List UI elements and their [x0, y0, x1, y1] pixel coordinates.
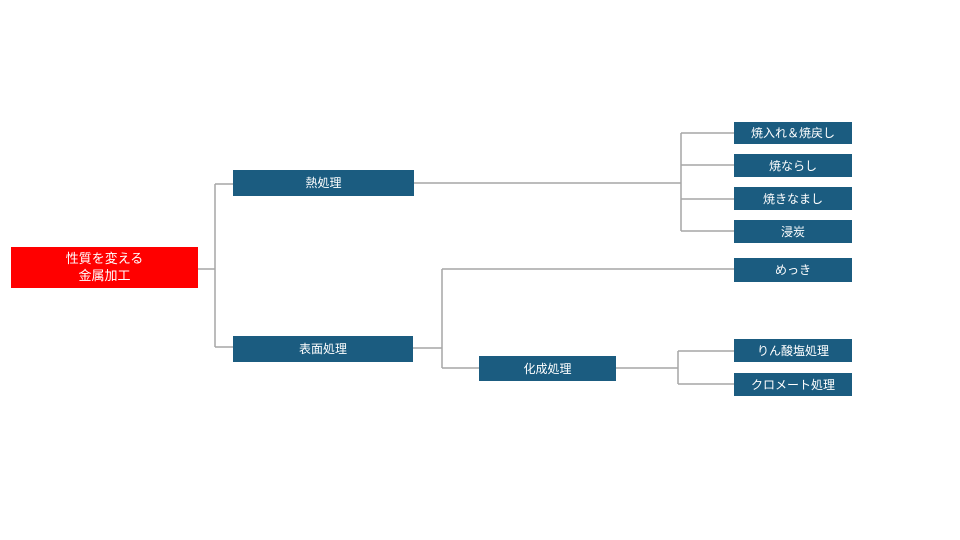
subcategory-node-chemical-conversion: 化成処理	[479, 356, 616, 381]
leaf-node-carburizing: 浸炭	[734, 220, 852, 243]
connector-root	[198, 183, 233, 348]
leaf-node-plating: めっき	[734, 258, 852, 282]
connector-conversion	[616, 350, 734, 385]
leaf-node-annealing: 焼きなまし	[734, 187, 852, 210]
root-node: 性質を変える 金属加工	[11, 247, 198, 288]
connector-heat	[414, 132, 734, 232]
leaf-node-normalizing: 焼ならし	[734, 154, 852, 177]
leaf-node-quench-temper: 焼入れ＆焼戻し	[734, 122, 852, 144]
category-node-surface-treatment: 表面処理	[233, 336, 413, 362]
leaf-node-phosphating: りん酸塩処理	[734, 339, 852, 362]
category-node-heat-treatment: 熱処理	[233, 170, 414, 196]
leaf-node-chromating: クロメート処理	[734, 373, 852, 396]
connector-surface	[413, 268, 734, 369]
